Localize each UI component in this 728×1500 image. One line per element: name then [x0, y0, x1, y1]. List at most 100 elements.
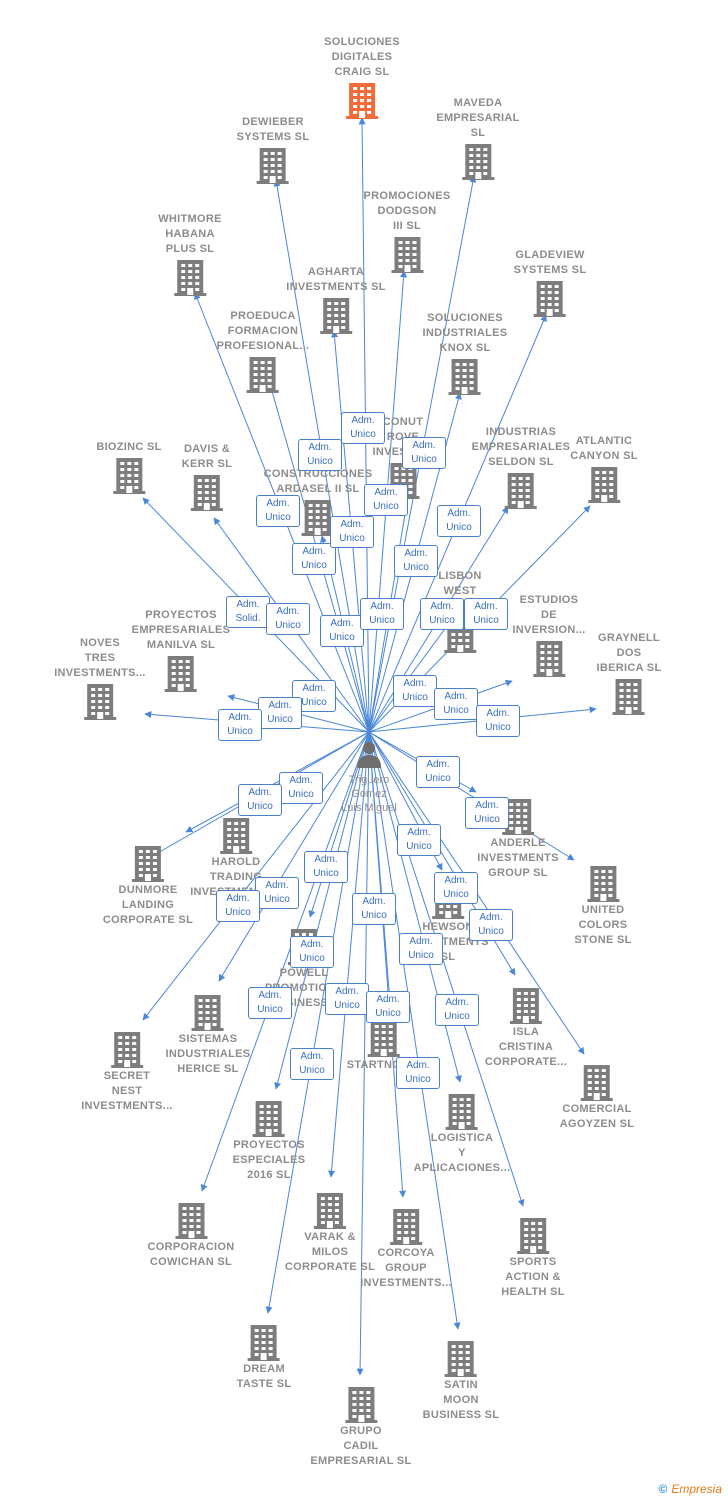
company-soluciones-digitales-craig[interactable]: SOLUCIONES DIGITALES CRAIG SL [324, 35, 400, 120]
company-label: DAVIS & KERR SL [181, 443, 233, 470]
company-whitmore[interactable]: WHITMORE HABANA PLUS SL [158, 212, 222, 297]
role-badge[interactable]: Adm. Unico [216, 890, 260, 922]
company-corcoya[interactable]: CORCOYA GROUP INVESTMENTS... [360, 1206, 452, 1291]
company-label: ATLANTIC CANYON SL [570, 435, 638, 462]
building-icon [190, 817, 282, 855]
building-icon [414, 1093, 511, 1131]
company-label: ISLA CRISTINA CORPORATE... [484, 1026, 568, 1068]
role-badge[interactable]: Adm. Unico [393, 675, 437, 707]
company-agharta[interactable]: AGHARTA INVESTMENTS SL [286, 265, 386, 335]
role-badge[interactable]: Adm. Unico [476, 705, 520, 737]
building-icon [324, 82, 400, 120]
role-badge[interactable]: Adm. Unico [298, 439, 342, 471]
company-comercial-agoyzen[interactable]: COMERCIAL AGOYZEN SL [560, 1062, 635, 1132]
building-icon [132, 655, 231, 693]
company-soluciones-knox[interactable]: SOLUCIONES INDUSTRIALES KNOX SL [423, 311, 508, 396]
company-proeduca[interactable]: PROEDUCA FORMACION PROFESIONAL... [217, 309, 310, 394]
company-industrias-seldon[interactable]: INDUSTRIAS EMPRESARIALES SELDON SL [472, 425, 571, 510]
role-badge[interactable]: Adm. Unico [248, 987, 292, 1019]
person-icon [356, 742, 381, 768]
role-badge[interactable]: Adm. Unico [434, 688, 478, 720]
company-estudios-inversion[interactable]: ESTUDIOS DE INVERSION... [512, 593, 585, 678]
role-badge[interactable]: Adm. Unico [292, 543, 336, 575]
company-varak-milos[interactable]: VARAK & MILOS CORPORATE SL [285, 1190, 375, 1275]
company-sports-action[interactable]: SPORTS ACTION & HEALTH SL [501, 1215, 565, 1300]
role-badge[interactable]: Adm. Unico [290, 936, 334, 968]
edge-harold-trading [185, 731, 370, 833]
role-badge[interactable]: Adm. Unico [364, 484, 408, 516]
role-badge[interactable]: Adm. Unico [464, 598, 508, 630]
role-badge[interactable]: Adm. Unico [416, 756, 460, 788]
company-label: DEWIEBER SYSTEMS SL [236, 116, 310, 143]
company-anderle[interactable]: ANDERLE INVESTMENTS GROUP SL [477, 796, 559, 881]
role-badge[interactable]: Adm. Unico [325, 983, 369, 1015]
building-icon [485, 987, 567, 1025]
company-label: VARAK & MILOS CORPORATE SL [284, 1231, 376, 1273]
company-proyectos-2016[interactable]: PROYECTOS ESPECIALES 2016 SL [233, 1098, 306, 1183]
company-corporacion-cowichan[interactable]: CORPORACION COWICHAN SL [147, 1200, 234, 1270]
company-label: SOLUCIONES INDUSTRIALES KNOX SL [422, 312, 508, 354]
company-davis-kerr[interactable]: DAVIS & KERR SL [182, 442, 232, 512]
building-icon [423, 1340, 500, 1378]
building-icon [217, 356, 310, 394]
building-icon [363, 236, 450, 274]
company-gladeview[interactable]: GLADEVIEW SYSTEMS SL [514, 248, 587, 318]
role-badge[interactable]: Adm. Unico [360, 598, 404, 630]
company-united-colors[interactable]: UNITED COLORS STONE SL [574, 863, 631, 948]
role-badge[interactable]: Adm. Unico [256, 495, 300, 527]
building-icon [233, 1100, 306, 1138]
company-label: CORCOYA GROUP INVESTMENTS... [360, 1247, 452, 1289]
role-badge[interactable]: Adm. Unico [304, 851, 348, 883]
role-badge[interactable]: Adm. Unico [258, 697, 302, 729]
role-badge[interactable]: Adm. Unico [266, 603, 310, 635]
person-node[interactable]: Triguero Gomez Luis Miguel [341, 740, 397, 815]
company-dunmore[interactable]: DUNMORE LANDING CORPORATE SL [103, 843, 193, 928]
edge-corcoya [368, 731, 407, 1198]
edge-dream-taste [265, 731, 370, 1314]
role-badge[interactable]: Adm. Unico [238, 784, 282, 816]
company-sistemas-herice[interactable]: SISTEMAS INDUSTRIALES HERICE SL [166, 992, 251, 1077]
role-badge[interactable]: Adm. Unico [366, 991, 410, 1023]
company-label: CONSTRUCCIONES ARDASEL II SL [263, 468, 373, 495]
company-dewieber[interactable]: DEWIEBER SYSTEMS SL [237, 115, 310, 185]
company-biozinc[interactable]: BIOZINC SL [96, 440, 161, 495]
company-label: ESTUDIOS DE INVERSION... [512, 594, 586, 636]
role-badge[interactable]: Adm. Unico [420, 598, 464, 630]
company-promociones-dodgson[interactable]: PROMOCIONES DODGSON III SL [363, 189, 450, 274]
role-badge[interactable]: Adm. Unico [279, 772, 323, 804]
role-badge[interactable]: Adm. Unico [218, 709, 262, 741]
role-badge[interactable]: Adm. Unico [394, 545, 438, 577]
role-badge[interactable]: Adm. Unico [341, 412, 385, 444]
company-logistica[interactable]: LOGISTICA Y APLICACIONES... [414, 1091, 511, 1176]
company-construcciones-ardasel[interactable]: CONSTRUCCIONES ARDASEL II SL [264, 467, 373, 537]
company-proyectos-manilva[interactable]: PROYECTOS EMPRESARIALES MANILVA SL [132, 608, 231, 693]
company-dream-taste[interactable]: DREAM TASTE SL [237, 1322, 292, 1392]
company-graynell[interactable]: GRAYNELL DOS IBERICA SL [597, 631, 662, 716]
company-noves-tres[interactable]: NOVES TRES INVESTMENTS... [54, 636, 146, 721]
role-badge[interactable]: Adm. Solid. [226, 596, 270, 628]
role-badge[interactable]: Adm. Unico [399, 933, 443, 965]
role-badge[interactable]: Adm. Unico [397, 824, 441, 856]
company-secret-nest[interactable]: SECRET NEST INVESTMENTS... [81, 1029, 173, 1114]
role-badge[interactable]: Adm. Unico [469, 909, 513, 941]
role-badge[interactable]: Adm. Unico [290, 1048, 334, 1080]
brand-logo: Empresia [671, 1482, 722, 1496]
company-atlantic-canyon[interactable]: ATLANTIC CANYON SL [570, 434, 637, 504]
building-icon [570, 466, 637, 504]
role-badge[interactable]: Adm. Unico [435, 994, 479, 1026]
company-isla-cristina[interactable]: ISLA CRISTINA CORPORATE... [485, 985, 567, 1070]
role-badge[interactable]: Adm. Unico [465, 797, 509, 829]
role-badge[interactable]: Adm. Unico [330, 516, 374, 548]
role-badge[interactable]: Adm. Unico [396, 1057, 440, 1089]
company-maveda[interactable]: MAVEDA EMPRESARIAL SL [436, 96, 519, 181]
role-badge[interactable]: Adm. Unico [402, 437, 446, 469]
company-grupo-cadil[interactable]: GRUPO CADIL EMPRESARIAL SL [310, 1384, 411, 1469]
company-label: BIOZINC SL [96, 441, 162, 453]
edge-grupo-cadil [356, 731, 370, 1376]
company-satin-moon[interactable]: SATIN MOON BUSINESS SL [423, 1338, 500, 1423]
role-badge[interactable]: Adm. Unico [437, 505, 481, 537]
role-badge[interactable]: Adm. Unico [255, 877, 299, 909]
role-badge[interactable]: Adm. Unico [434, 872, 478, 904]
role-badge[interactable]: Adm. Unico [352, 893, 396, 925]
role-badge[interactable]: Adm. Unico [320, 615, 364, 647]
